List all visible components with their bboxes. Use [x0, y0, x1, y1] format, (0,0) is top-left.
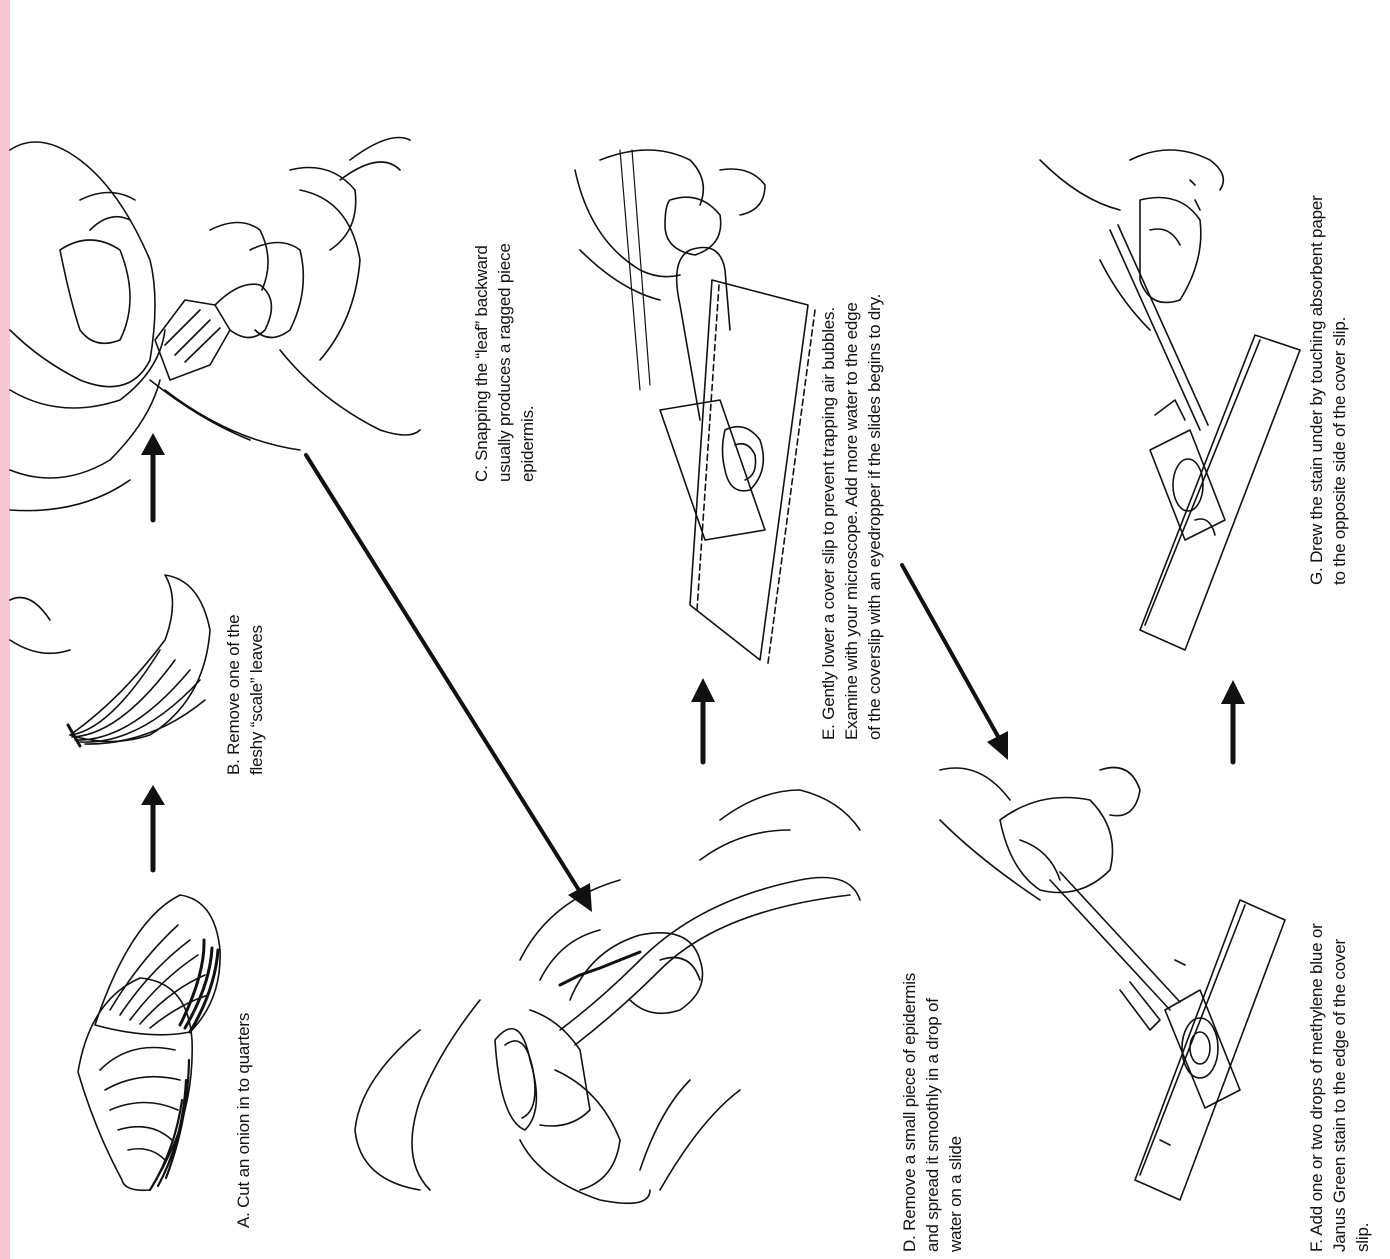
lowering-cover-slip-drawing: [575, 150, 815, 663]
arrow-f-to-g: [1221, 680, 1245, 762]
onion-scale-leaf-drawing: [68, 575, 210, 746]
step-d-caption: D. Remove a small piece of epidermis and…: [898, 973, 967, 1252]
arrow-a-to-b: [141, 785, 165, 870]
arrow-e-to-f: [902, 565, 1008, 760]
step-b-caption: B. Remove one of the fleshy “scale” leav…: [222, 615, 268, 775]
step-c-caption: C. Snapping the “leaf” backward usually …: [470, 243, 539, 482]
step-e-caption: E. Gently lower a cover slip to prevent …: [817, 294, 886, 740]
arrow-b-to-c: [141, 433, 165, 520]
arrow-c-to-d: [306, 455, 592, 912]
adding-stain-drawing: [940, 768, 1285, 1201]
onion-quarters-drawing: [78, 895, 220, 1190]
arrow-d-to-e: [691, 678, 715, 762]
step-a-caption: A. Cut an onion in to quarters: [232, 1013, 255, 1228]
step-g-caption: G. Drew the stain under by touching abso…: [1305, 195, 1351, 585]
epidermis-on-slide-drawing: [355, 790, 860, 1203]
drawing-stain-under-drawing: [1040, 150, 1300, 650]
hands-snapping-leaf-drawing: [10, 138, 420, 654]
step-f-caption: F. Add one or two drops of methylene blu…: [1305, 923, 1374, 1252]
